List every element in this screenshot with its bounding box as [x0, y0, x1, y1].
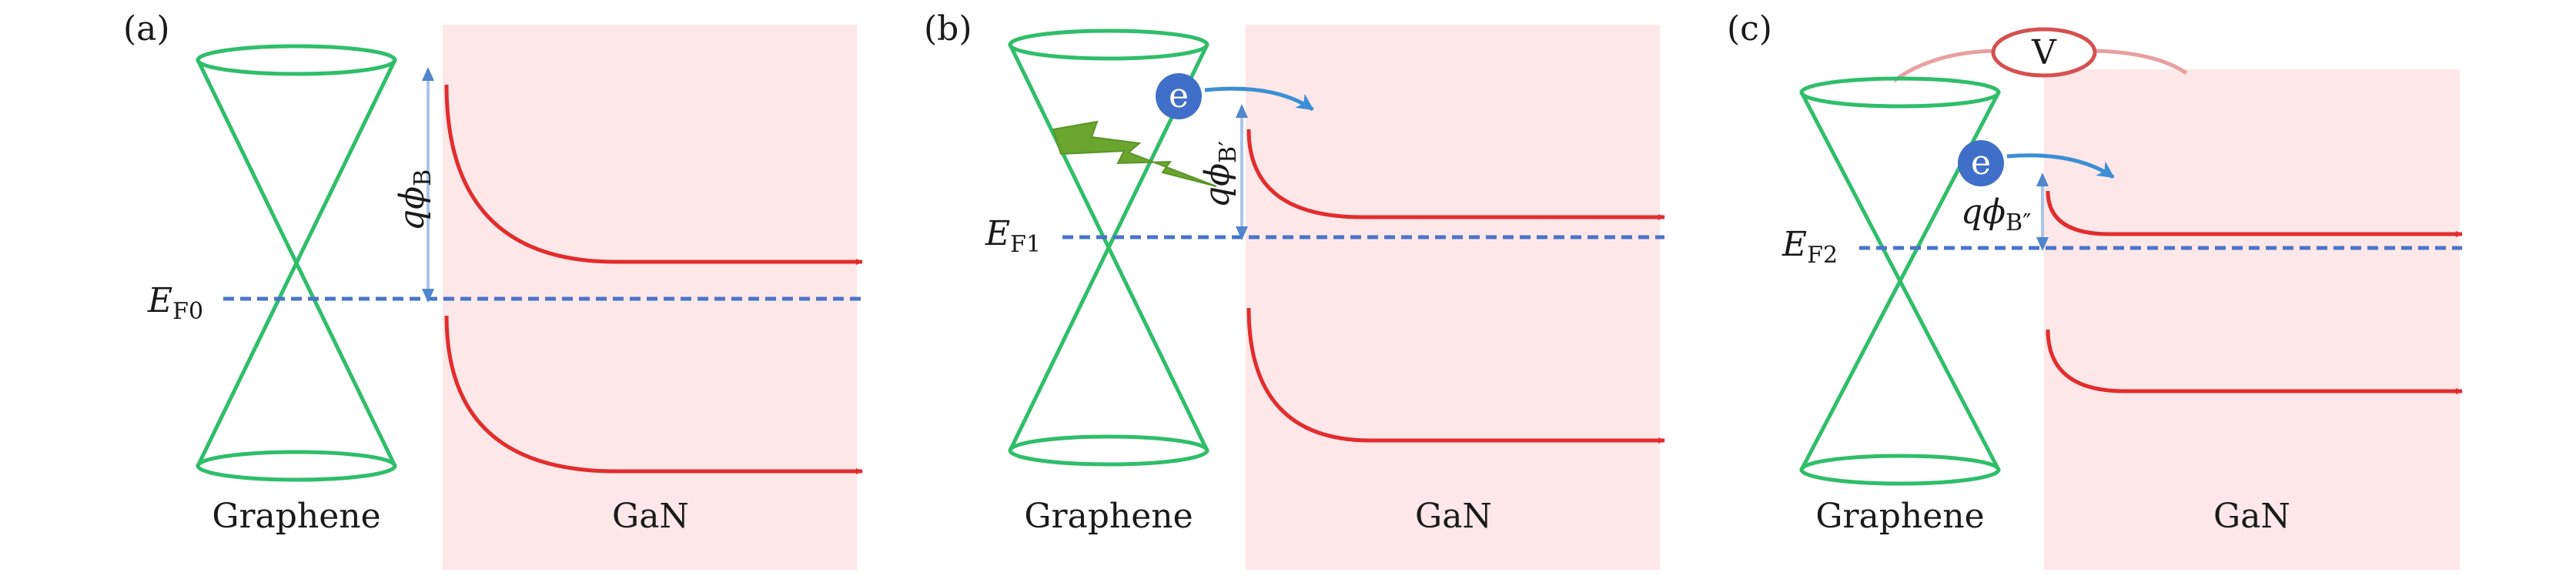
panel-c: (c) V EF2 qϕB″ e Graphene GaN [1727, 9, 2463, 570]
voltage-source [1991, 27, 2097, 78]
conduction-band [444, 84, 863, 265]
panel-tag: (c) [1727, 9, 1772, 49]
panel-a: (a) EF0 qϕB Graphene GaN [123, 9, 864, 570]
valence-band [2046, 329, 2463, 394]
panel-tag: (a) [123, 9, 170, 49]
graphene-dirac-cone [196, 44, 397, 482]
electron-label: e [1169, 76, 1189, 116]
valence-band [1246, 307, 1665, 444]
panel-tag: (b) [924, 9, 972, 49]
fermi-level-label: EF2 [1781, 225, 1838, 269]
panel-b: (b) EF1 qϕB′ e Graphene GaN [924, 9, 1665, 570]
voltage-label: V [2031, 33, 2057, 72]
gan-label: GaN [2213, 497, 2290, 536]
fermi-level-label: EF1 [985, 214, 1041, 258]
electron-label: e [1971, 143, 1991, 183]
graphene-label: Graphene [212, 497, 380, 536]
conduction-band [2046, 190, 2463, 237]
fermi-level-label: EF0 [147, 281, 203, 325]
barrier-height-label: qϕB′ [1198, 141, 1242, 208]
valence-band [444, 315, 863, 474]
graphene-dirac-cone [1799, 76, 2001, 486]
electron-flow-arrow [2006, 153, 2115, 179]
gan-region [1246, 25, 1660, 570]
electron [1958, 140, 2004, 186]
barrier-height-label: qϕB″ [1961, 193, 2031, 236]
voltage-wire [1892, 49, 2188, 83]
electron [1156, 73, 1202, 119]
graphene-label: Graphene [1024, 497, 1193, 536]
gan-region [2044, 69, 2460, 570]
conduction-band [1246, 129, 1665, 220]
electron-flow-arrow [1204, 86, 1314, 112]
gan-label: GaN [1415, 497, 1492, 536]
gan-label: GaN [612, 497, 689, 536]
graphene-label: Graphene [1815, 497, 1984, 536]
lightning-icon [1052, 120, 1217, 187]
barrier-height-label: qϕB [393, 169, 437, 231]
